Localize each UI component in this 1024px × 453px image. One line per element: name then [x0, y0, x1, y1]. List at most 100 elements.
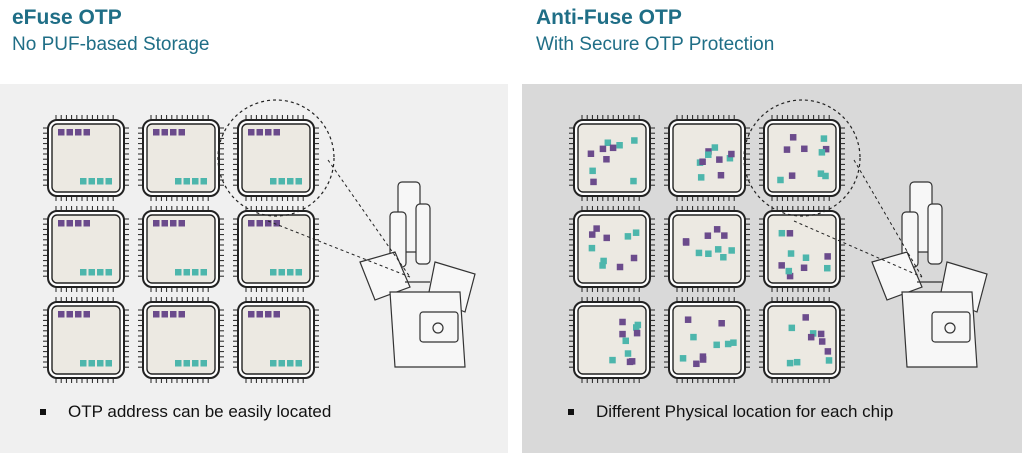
- otp-cell: [587, 150, 595, 157]
- antifuse-diagram: [569, 99, 988, 383]
- efuse-panel: OTP address can be easily located: [0, 84, 508, 453]
- otp-cell: [295, 360, 302, 367]
- otp-cell: [183, 269, 190, 276]
- chip-icon: [759, 297, 845, 383]
- otp-cell: [783, 146, 791, 153]
- otp-cell: [721, 232, 728, 239]
- otp-cell: [820, 135, 828, 142]
- otp-cell: [183, 360, 190, 367]
- otp-cell: [83, 129, 90, 136]
- otp-cell: [619, 318, 626, 326]
- otp-cell: [175, 360, 182, 367]
- otp-cell: [699, 356, 707, 363]
- otp-cell: [788, 324, 796, 332]
- otp-cell: [97, 360, 104, 367]
- otp-cell: [609, 356, 616, 364]
- efuse-subtitle: No PUF-based Storage: [12, 34, 210, 55]
- otp-cell: [200, 178, 207, 185]
- chip-icon: [43, 297, 129, 383]
- otp-cell: [801, 145, 808, 153]
- otp-cell: [66, 220, 73, 227]
- antifuse-column: Anti-Fuse OTP With Secure OTP Protection…: [522, 0, 1022, 453]
- otp-cell: [75, 129, 82, 136]
- antifuse-subtitle: With Secure OTP Protection: [536, 34, 775, 55]
- otp-cell: [787, 250, 795, 257]
- otp-cell: [105, 360, 112, 367]
- otp-cell: [682, 238, 690, 245]
- otp-cell: [256, 220, 263, 227]
- otp-cell: [705, 151, 712, 158]
- otp-cell: [265, 129, 272, 136]
- otp-cell: [633, 329, 641, 337]
- otp-cell: [778, 229, 786, 237]
- otp-cell: [777, 176, 784, 184]
- otp-cell: [66, 311, 73, 318]
- otp-cell: [248, 129, 255, 136]
- otp-cell: [630, 177, 637, 185]
- otp-cell: [80, 178, 87, 185]
- otp-cell: [178, 311, 185, 318]
- otp-cell: [153, 129, 160, 136]
- otp-cell: [616, 142, 623, 149]
- otp-cell: [270, 360, 277, 367]
- otp-cell: [200, 269, 207, 276]
- efuse-bullet-text: OTP address can be easily located: [68, 402, 332, 421]
- otp-cell: [58, 220, 65, 227]
- otp-cell: [604, 139, 612, 146]
- otp-cell: [632, 324, 640, 331]
- antifuse-title: Anti-Fuse OTP: [536, 6, 682, 29]
- otp-cell: [273, 311, 280, 318]
- chip-icon: [664, 115, 750, 201]
- chip-icon: [233, 206, 319, 292]
- otp-cell: [825, 357, 833, 364]
- otp-cell: [273, 220, 280, 227]
- chip-icon: [233, 297, 319, 383]
- otp-cell: [818, 338, 826, 345]
- chip-icon: [138, 115, 224, 201]
- microscope-icon: [359, 181, 476, 368]
- otp-cell: [728, 247, 735, 254]
- otp-cell: [170, 220, 177, 227]
- beam-line: [793, 220, 923, 278]
- otp-cell: [693, 360, 700, 368]
- otp-cell: [628, 358, 636, 365]
- otp-cell: [295, 269, 302, 276]
- otp-cell: [793, 358, 801, 366]
- otp-cell: [178, 129, 185, 136]
- otp-cell: [807, 333, 815, 341]
- otp-cell: [153, 311, 160, 318]
- otp-cell: [822, 145, 830, 153]
- chip-icon: [43, 115, 129, 201]
- bullet-icon: [40, 409, 46, 415]
- otp-cell: [632, 229, 640, 236]
- otp-cell: [153, 220, 160, 227]
- chip-icon: [569, 297, 655, 383]
- otp-cell: [679, 355, 687, 362]
- otp-cell: [256, 311, 263, 318]
- otp-cell: [778, 262, 785, 269]
- otp-cell: [192, 178, 199, 185]
- otp-cell: [600, 257, 607, 265]
- antifuse-bullet: Different Physical location for each chi…: [568, 402, 893, 422]
- otp-cell: [273, 129, 280, 136]
- otp-cell: [66, 129, 73, 136]
- otp-cell: [175, 269, 182, 276]
- otp-cell: [170, 311, 177, 318]
- otp-cell: [599, 262, 606, 269]
- otp-cell: [716, 156, 723, 163]
- antifuse-panel: Different Physical location for each chi…: [522, 84, 1022, 453]
- otp-cell: [802, 254, 810, 261]
- otp-cell: [161, 311, 168, 318]
- chip-icon: [138, 297, 224, 383]
- otp-cell: [105, 269, 112, 276]
- magnifier-circle-icon: [217, 99, 335, 217]
- otp-cell: [192, 269, 199, 276]
- otp-cell: [622, 337, 629, 345]
- otp-cell: [80, 360, 87, 367]
- otp-cell: [270, 178, 277, 185]
- otp-cell: [88, 360, 95, 367]
- otp-cell: [278, 269, 285, 276]
- beam-line: [853, 159, 923, 278]
- otp-cell: [175, 178, 182, 185]
- efuse-column: eFuse OTP No PUF-based Storage OTP addre…: [0, 0, 508, 453]
